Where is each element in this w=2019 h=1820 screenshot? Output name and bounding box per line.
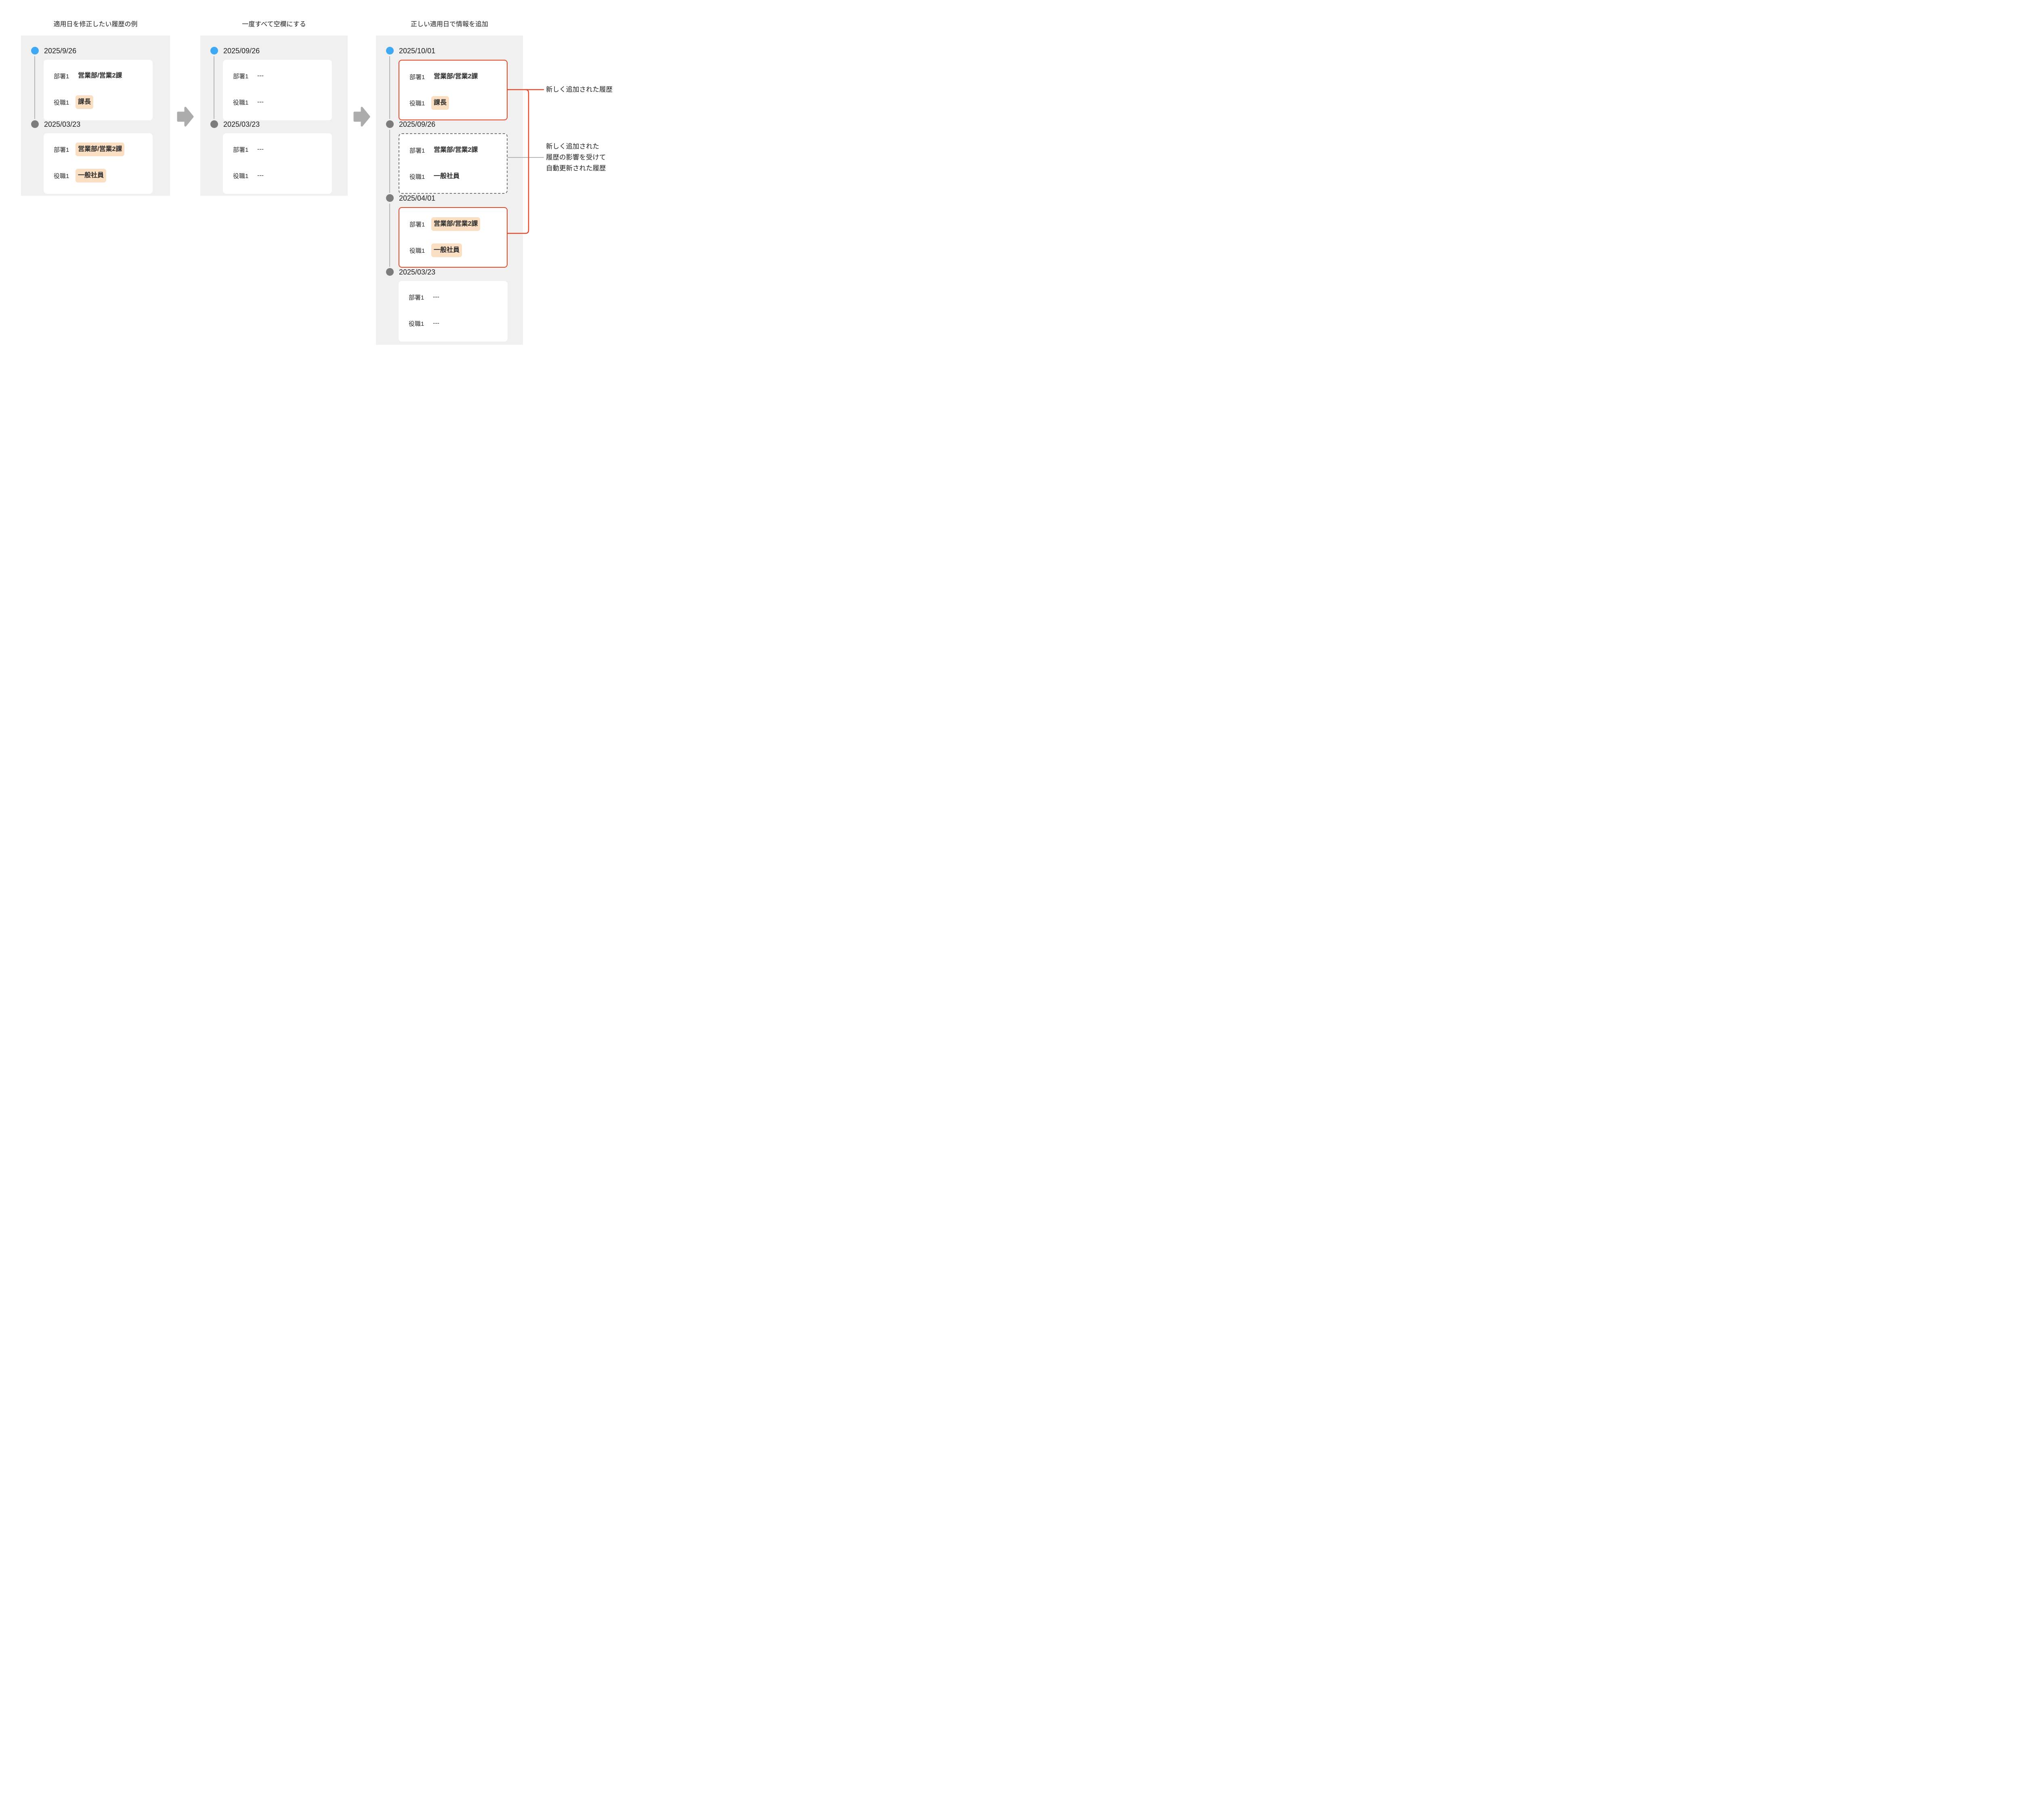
field-row: 部署1 営業部/営業2課: [409, 143, 504, 157]
annotation-new-history: 新しく追加された履歴: [546, 86, 613, 93]
timeline-dot-blue-icon: [31, 47, 39, 55]
field-value: ---: [257, 146, 264, 153]
history-card: 部署1 --- 役職1 ---: [223, 133, 332, 194]
field-row: 役職1 ---: [409, 317, 504, 330]
entry-date: 2025/03/23: [223, 120, 260, 128]
timeline-dot-blue-icon: [386, 47, 394, 55]
field-row: 役職1 課長: [54, 95, 149, 109]
panel-2-title: 一度すべて空欄にする: [242, 21, 306, 28]
panel-1-history-example: 2025/9/26 部署1 営業部/営業2課 役職1 課長 2025/03/23…: [21, 36, 170, 196]
timeline-dot-gray-icon: [386, 120, 394, 128]
field-label: 役職1: [409, 247, 425, 254]
timeline-dot-gray-icon: [386, 194, 394, 202]
timeline-dot-gray-icon: [31, 120, 39, 128]
timeline-dot-gray-icon: [386, 268, 394, 276]
panel-1-title: 適用日を修正したい履歴の例: [53, 21, 138, 28]
history-card: 部署1 --- 役職1 ---: [223, 60, 332, 120]
field-row: 役職1 一般社員: [54, 169, 149, 182]
history-card-new: 部署1 営業部/営業2課 役職1 課長: [399, 60, 508, 120]
field-row: 部署1 営業部/営業2課: [409, 70, 504, 84]
history-card-new: 部署1 営業部/営業2課 役職1 一般社員: [399, 207, 508, 268]
step-arrow-1-icon: [177, 107, 194, 127]
entry-date: 2025/10/01: [399, 47, 436, 55]
field-value: 課長: [431, 96, 449, 110]
field-row: 部署1 営業部/営業2課: [409, 217, 504, 231]
field-label: 役職1: [409, 173, 425, 180]
history-card: 部署1 営業部/営業2課 役職1 課長: [44, 60, 153, 120]
annotation-line: 履歴の影響を受けて: [546, 154, 606, 161]
field-row: 役職1 ---: [233, 95, 329, 109]
entry-date: 2025/9/26: [44, 47, 77, 55]
field-label: 部署1: [54, 73, 69, 80]
timeline-dot-blue-icon: [210, 47, 218, 55]
field-label: 部署1: [233, 146, 249, 153]
field-row: 部署1 ---: [409, 290, 504, 304]
field-label: 役職1: [409, 320, 424, 327]
annotation-auto-updated-history: 新しく追加された 履歴の影響を受けて 自動更新された履歴: [546, 141, 606, 174]
timeline-connector: [389, 130, 390, 193]
panel-3-corrected-history: 2025/10/01 部署1 営業部/営業2課 役職1 課長 2025/09/2…: [376, 36, 523, 345]
history-card-auto-updated: 部署1 営業部/営業2課 役職1 一般社員: [399, 133, 508, 194]
history-card: 部署1 営業部/営業2課 役職1 一般社員: [44, 133, 153, 194]
panel-2-cleared-history: 2025/09/26 部署1 --- 役職1 --- 2025/03/23 部署…: [200, 36, 348, 196]
field-label: 役職1: [54, 172, 69, 180]
field-value: ---: [257, 72, 264, 79]
entry-date: 2025/04/01: [399, 194, 436, 202]
field-label: 役職1: [233, 172, 249, 180]
field-label: 部署1: [409, 294, 424, 301]
field-row: 役職1 一般社員: [409, 243, 504, 257]
field-value: ---: [433, 294, 439, 300]
field-row: 役職1 課長: [409, 96, 504, 110]
annotation-line: 自動更新された履歴: [546, 165, 606, 172]
field-label: 役職1: [233, 99, 249, 106]
field-label: 部署1: [233, 73, 249, 80]
timeline-dot-gray-icon: [210, 120, 218, 128]
annotation-line: 新しく追加された: [546, 143, 599, 150]
panel-3-title: 正しい適用日で情報を追加: [410, 21, 488, 28]
field-value: ---: [433, 320, 439, 327]
field-value: ---: [257, 172, 264, 179]
timeline-connector: [389, 203, 390, 267]
field-label: 役職1: [409, 100, 425, 107]
entry-date: 2025/03/23: [399, 268, 436, 276]
field-value: ---: [257, 99, 264, 105]
field-label: 部署1: [54, 146, 69, 153]
field-label: 部署1: [409, 147, 425, 154]
field-value: 課長: [76, 95, 94, 109]
timeline-connector: [389, 56, 390, 119]
field-row: 部署1 営業部/営業2課: [54, 69, 149, 83]
field-row: 部署1 ---: [233, 69, 329, 83]
history-card: 部署1 --- 役職1 ---: [399, 281, 508, 342]
field-row: 部署1 ---: [233, 143, 329, 156]
field-label: 部署1: [409, 221, 425, 228]
field-value: 一般社員: [434, 173, 460, 180]
diagram-canvas: 適用日を修正したい履歴の例 一度すべて空欄にする 正しい適用日で情報を追加 20…: [0, 0, 627, 364]
step-arrow-2-icon: [353, 107, 370, 127]
entry-date: 2025/09/26: [399, 120, 436, 128]
field-label: 部署1: [409, 73, 425, 81]
field-label: 役職1: [54, 99, 69, 106]
field-value: 営業部/営業2課: [431, 217, 481, 231]
field-value: 一般社員: [76, 169, 107, 182]
field-value: 営業部/営業2課: [434, 73, 478, 80]
field-row: 役職1 ---: [233, 169, 329, 182]
field-row: 部署1 営業部/営業2課: [54, 143, 149, 156]
field-value: 営業部/営業2課: [78, 72, 122, 79]
field-row: 役職1 一般社員: [409, 170, 504, 183]
field-value: 一般社員: [431, 243, 462, 257]
field-value: 営業部/営業2課: [76, 143, 125, 156]
field-value: 営業部/営業2課: [434, 147, 478, 153]
entry-date: 2025/09/26: [223, 47, 260, 55]
timeline-connector: [34, 56, 35, 119]
entry-date: 2025/03/23: [44, 120, 81, 128]
